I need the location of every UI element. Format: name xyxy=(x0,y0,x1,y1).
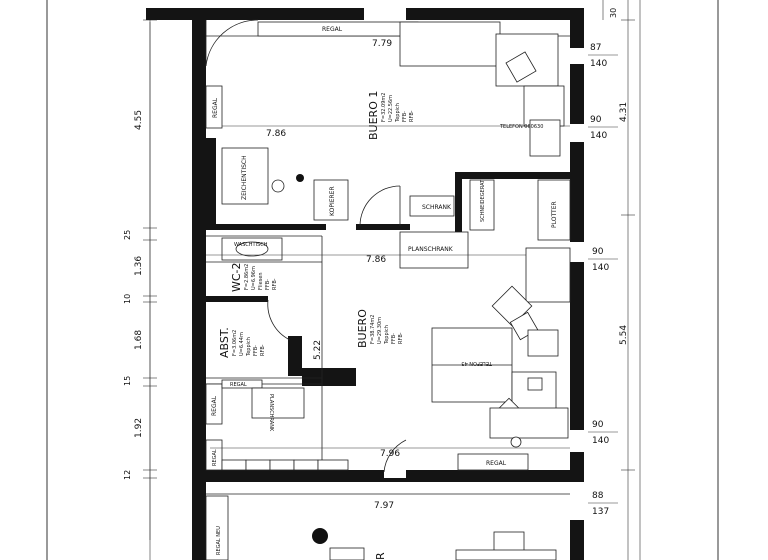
left-dimension-chain: 4.55 25 1.36 10 1.68 15 1.92 12 xyxy=(123,19,157,540)
room-abst-perimeter: U=6.44m xyxy=(239,332,245,356)
window-2-height: 140 xyxy=(590,131,607,141)
furn-regal-mid: REGAL xyxy=(230,382,247,388)
room-buero1-ffb: FFB- xyxy=(402,111,408,122)
room-abst-rfb: RFB- xyxy=(260,344,266,356)
dim-left-4: 1.68 xyxy=(134,330,144,350)
room-buero1-floor: Teppich xyxy=(395,103,401,123)
window-3-height: 140 xyxy=(592,263,609,273)
furn-regal-bottom-right: REGAL xyxy=(486,460,507,467)
window-3-width: 90 xyxy=(592,247,604,257)
room-abst-area: F=3.06m2 xyxy=(232,330,238,356)
room-buero-perimeter: U=29.30m xyxy=(377,317,383,344)
furn-kopierer: KOPIERER xyxy=(329,186,336,216)
dim-left-1: 25 xyxy=(123,230,132,240)
room-buero1-area: F=32.09m2 xyxy=(381,93,387,122)
dim-left-3: 10 xyxy=(123,294,132,304)
dim-inner-0: 7.79 xyxy=(372,39,392,49)
furn-schneidegerat: SCHNEIDEGERAT xyxy=(480,179,486,222)
room-buero1-perimeter: U=22.56m xyxy=(388,95,394,122)
furn-zeichentisch: ZEICHENTISCH xyxy=(241,155,248,200)
interior-walls xyxy=(206,138,584,482)
room-buero1: BUERO 1 F=32.09m2 U=22.56m Teppich FFB- … xyxy=(206,35,570,140)
room-buero-ffb: FFB- xyxy=(391,333,397,344)
room-buero-floor: Teppich xyxy=(384,325,390,345)
right-dimension-chain: 4.31 5.54 30 xyxy=(609,0,635,560)
room-abst: ABST. F=3.06m2 U=6.44m Teppich FFB- RFB-… xyxy=(218,327,323,360)
room-wc-ffb: FFB- xyxy=(265,279,271,290)
room-buero-area: F=38.74m2 xyxy=(370,315,376,344)
room-abst-name: ABST. xyxy=(218,327,231,358)
dim-left-5: 15 xyxy=(123,376,132,386)
window-2-width: 90 xyxy=(590,115,602,125)
abst-furniture: REGAL REGAL PLANSCHRANK REGAL xyxy=(205,379,349,471)
room-abst-ffb: FFB- xyxy=(253,345,259,356)
furn-planschrank: PLANSCHRANK xyxy=(408,246,454,253)
furn-telefon2: TELEFON 43 xyxy=(461,360,493,366)
furn-regal-top: REGAL xyxy=(322,26,343,33)
dim-left-7: 12 xyxy=(123,470,132,480)
window-4-width: 90 xyxy=(592,420,604,430)
dim-inner-1: 7.86 xyxy=(266,129,286,139)
buero-furniture: TELEFON 43 REGAL xyxy=(431,247,571,471)
room-bottom: 7.97 REGAL NEU R xyxy=(205,493,570,560)
room-wc: WASCHTISCH WC-2 F=2.86m2 U=6.96m Fliesen… xyxy=(221,237,283,292)
room-wc-perimeter: U=6.96m xyxy=(251,266,257,290)
room-buero: 7.86 BUERO F=38.74m2 U=29.30m Teppich FF… xyxy=(206,254,570,459)
window-4-height: 140 xyxy=(592,436,609,446)
dim-top-right: 30 xyxy=(609,8,618,18)
dim-inner-5: 5.22 xyxy=(313,340,323,360)
room-buero1-name: BUERO 1 xyxy=(367,91,380,140)
room-buero-name: BUERO xyxy=(356,309,369,348)
doors xyxy=(205,19,407,473)
window-5-height: 137 xyxy=(592,507,609,517)
dim-inner-2: 7.86 xyxy=(366,255,386,265)
furn-regal-side: REGAL xyxy=(211,395,218,416)
mid-furniture: SCHRANK SCHNEIDEGERAT PLOTTER PLANSCHRAN… xyxy=(399,179,571,269)
furn-regal-neu: REGAL NEU xyxy=(216,526,222,555)
dim-inner-3: 7.96 xyxy=(380,449,400,459)
exterior-walls xyxy=(146,8,584,560)
furn-telefon1: TELEFON 060630 xyxy=(499,124,543,130)
room-wc-floor: Fliesen xyxy=(258,272,264,290)
room-buero-rfb: RFB- xyxy=(398,332,404,344)
dim-inner-4: 7.97 xyxy=(374,501,394,511)
dim-right-0: 4.31 xyxy=(619,102,629,122)
dim-left-6: 1.92 xyxy=(134,418,144,438)
furn-plotter: PLOTTER xyxy=(551,201,558,228)
dim-left-0: 4.55 xyxy=(134,110,144,130)
room-wc-rfb: RFB- xyxy=(272,278,278,290)
window-top-height: 140 xyxy=(590,59,607,69)
dim-right-1: 5.54 xyxy=(619,325,629,345)
dim-left-2: 1.36 xyxy=(134,256,144,276)
buero1-furniture: REGAL REGAL TELEFON 060630 ZEICHENTISCH … xyxy=(205,21,565,221)
room-wc-name: WC-2 xyxy=(230,262,243,292)
room-bottom-name: R xyxy=(374,552,387,560)
window-top-width: 87 xyxy=(590,43,601,53)
furn-regal-low: REGAL xyxy=(212,449,218,466)
window-5-width: 88 xyxy=(592,491,604,501)
furn-schrank: SCHRANK xyxy=(422,204,452,211)
furn-planschrank-left: PLANSCHRANK xyxy=(268,394,274,432)
furn-waschtisch: WASCHTISCH xyxy=(234,242,268,248)
window-dimensions: 87 140 90 140 90 140 90 140 88 137 xyxy=(588,43,618,517)
furn-regal-left: REGAL xyxy=(212,97,219,118)
room-buero1-rfb: RFB- xyxy=(409,110,415,122)
room-wc-area: F=2.86m2 xyxy=(244,264,250,290)
room-abst-floor: Teppich xyxy=(246,337,252,357)
